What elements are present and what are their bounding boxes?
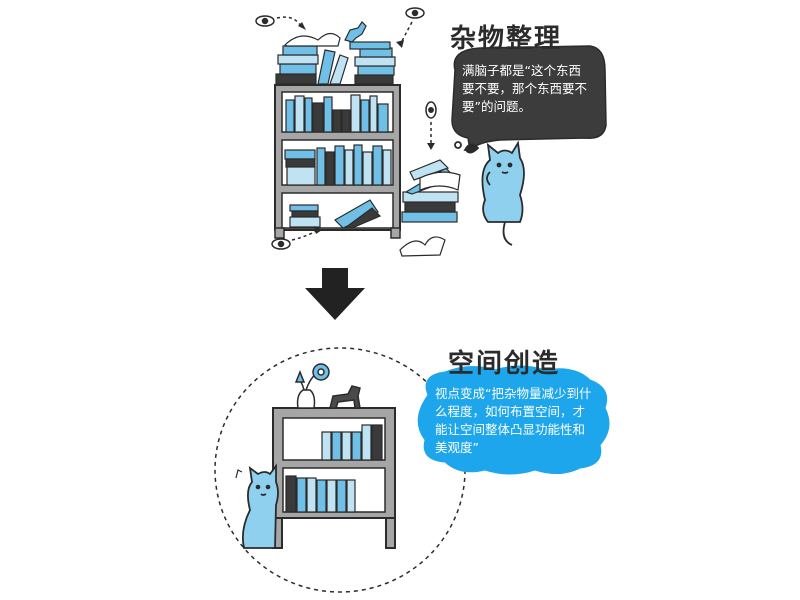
- eye-icon: [271, 238, 291, 250]
- speech-bubble-top-text: 满脑子都是“这个东西要不要，那个东西要不要”的问题。: [462, 63, 588, 114]
- tidy-bookshelf: [272, 407, 396, 549]
- heading-clutter-sorting: 杂物整理: [450, 24, 563, 54]
- eye-icon: [425, 101, 437, 119]
- speech-bubble-top: [451, 45, 607, 152]
- dog-figurine-icon: [329, 385, 361, 409]
- messy-bookshelf: [255, 7, 461, 257]
- down-arrow-icon: [305, 268, 365, 320]
- speech-bubble-bottom-text: 视点变成“把杂物量减少到什么程度，如何布置空间，才能让空间整体凸显功能性和美观度…: [435, 386, 592, 455]
- eye-icon: [405, 7, 425, 19]
- cat-illustration: [454, 140, 525, 246]
- cat-illustration: [235, 463, 279, 549]
- flower-vase-icon: [294, 363, 330, 409]
- heading-space-creation: 空间创造: [448, 349, 561, 379]
- speech-bubble-bottom: [417, 365, 610, 475]
- eye-icon: [255, 15, 275, 27]
